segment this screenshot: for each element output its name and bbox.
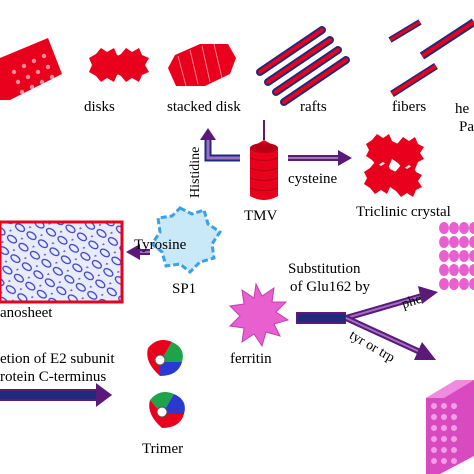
label-deletion-line1: etion of E2 subunit	[0, 351, 115, 367]
label-fibers: fibers	[392, 99, 427, 115]
pink-lattice-unit	[439, 236, 449, 248]
triclinic-crystal-illustration	[364, 134, 424, 197]
pink-cube-unit	[441, 436, 447, 442]
cysteine-arrow	[288, 150, 352, 166]
pink-lattice-unit	[469, 250, 474, 262]
pink-lattice-unit	[469, 236, 474, 248]
pink-lattice-unit	[459, 250, 469, 262]
pink-cube-unit	[451, 458, 457, 464]
pink-lattice-unit	[469, 222, 474, 234]
pink-cube-unit	[431, 458, 437, 464]
label-deletion-line2: rotein C-terminus	[0, 369, 107, 385]
pink-cube-unit	[431, 403, 437, 409]
pink-lattice-unit	[459, 236, 469, 248]
label-disks: disks	[84, 99, 115, 115]
label-stacked-disk: stacked disk	[167, 99, 241, 115]
pink-lattice-unit	[449, 278, 459, 290]
pink-cube-unit	[441, 403, 447, 409]
pink-lattice-unit	[469, 278, 474, 290]
stacked-disk-illustration	[168, 43, 236, 87]
label-pa-cut: Pa	[459, 119, 474, 135]
label-sp1: SP1	[172, 281, 197, 297]
pink-cube-unit	[431, 414, 437, 420]
label-triclinic-crystal: Triclinic crystal	[356, 204, 451, 220]
pink-crystal-lattice	[439, 222, 474, 290]
label-tmv: TMV	[244, 208, 278, 224]
pink-cube-unit	[451, 425, 457, 431]
pink-cube-unit	[441, 447, 447, 453]
label-tyrosine: Tyrosine	[134, 237, 187, 253]
pink-lattice-unit	[449, 236, 459, 248]
pink-lattice-unit	[449, 264, 459, 276]
pink-cube-unit	[451, 436, 457, 442]
pink-cube-unit	[441, 458, 447, 464]
substitution-arrows	[296, 286, 438, 360]
label-substitution-line2: of Glu162 by	[290, 279, 370, 295]
pink-lattice-unit	[439, 222, 449, 234]
nanosheet-illustration	[0, 220, 124, 304]
tyrosine-arrow	[126, 244, 150, 260]
pink-cube-unit	[451, 447, 457, 453]
pink-lattice-unit	[469, 264, 474, 276]
histidine-arrow	[200, 128, 240, 162]
label-rafts: rafts	[300, 99, 327, 115]
label-substitution-line1: Substitution	[288, 261, 361, 277]
pink-cube-unit	[451, 403, 457, 409]
tmv-rod-cut	[0, 38, 62, 100]
label-nanosheet: anosheet	[0, 305, 53, 321]
pink-cube-unit	[441, 414, 447, 420]
pink-lattice-unit	[449, 250, 459, 262]
fibers-illustration	[388, 18, 474, 97]
pink-cube-unit	[431, 447, 437, 453]
pink-lattice-unit	[439, 264, 449, 276]
pink-lattice-unit	[439, 278, 449, 290]
pink-lattice-unit	[449, 222, 459, 234]
label-ferritin: ferritin	[230, 351, 272, 367]
pink-lattice-unit	[439, 250, 449, 262]
trimer-illustration-bottom	[149, 392, 185, 428]
ferritin-illustration	[228, 282, 290, 348]
rafts-illustration	[256, 26, 350, 106]
label-histidine: Histidine	[188, 146, 203, 198]
deletion-arrow	[0, 383, 112, 407]
pink-lattice-unit	[459, 222, 469, 234]
pink-cube-unit	[431, 436, 437, 442]
pink-lattice-unit	[459, 278, 469, 290]
pink-cube-unit	[451, 414, 457, 420]
pink-cube-illustration	[426, 380, 474, 474]
tmv-rod-illustration	[249, 120, 279, 200]
pink-cube-unit	[431, 425, 437, 431]
label-cysteine: cysteine	[288, 171, 338, 187]
trimer-illustration-top	[147, 340, 183, 376]
sp1-illustration	[149, 206, 223, 275]
disks-illustration	[89, 48, 149, 82]
pink-lattice-unit	[459, 264, 469, 276]
label-trimer: Trimer	[142, 441, 184, 457]
label-hetero-cut: he	[455, 101, 470, 117]
pink-cube-unit	[441, 425, 447, 431]
